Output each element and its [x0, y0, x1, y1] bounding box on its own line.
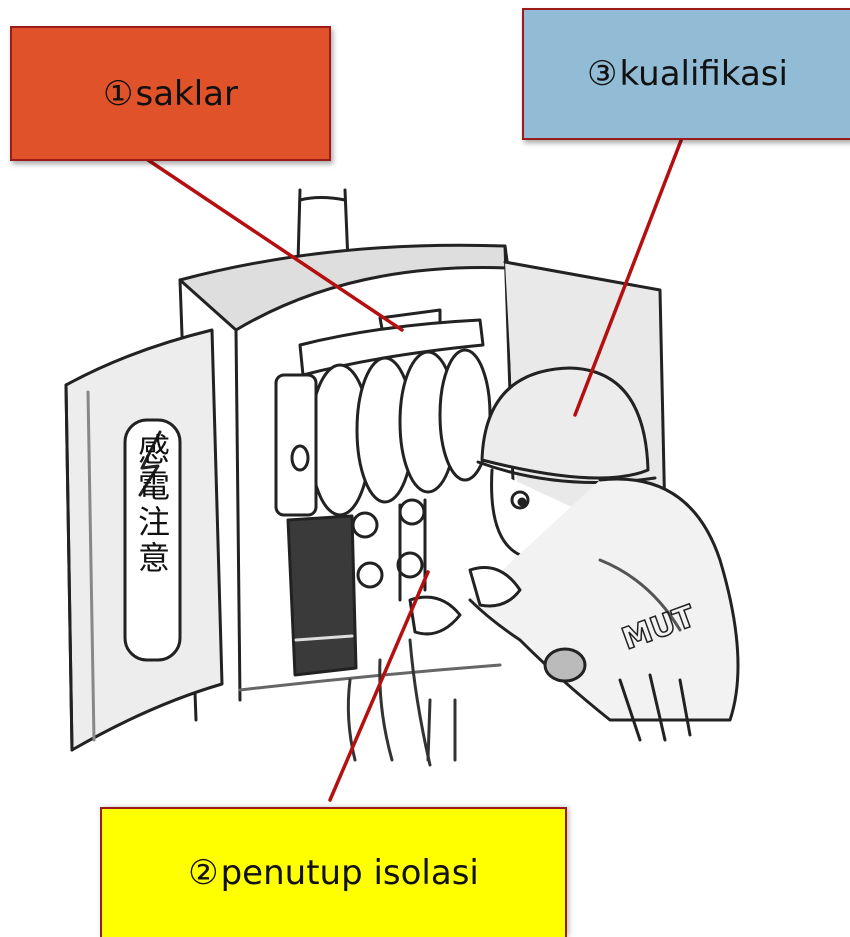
leader-line-switch: [146, 158, 404, 332]
switch-assembly: [274, 308, 492, 517]
warning-text: 感電注意: [133, 433, 171, 577]
leader-lines: [146, 136, 684, 802]
label-switch-text: saklar: [135, 73, 238, 114]
leader-line-qualification: [573, 136, 684, 417]
fuse-block: [286, 498, 427, 677]
worker: [408, 366, 740, 742]
warning-sign-text: 感電注意: [133, 433, 171, 577]
lightning-bolt-icon: [138, 430, 162, 497]
leader-line-insulation: [328, 570, 430, 802]
label-insulation-cover-number: ②: [188, 853, 219, 893]
label-switch-number: ①: [103, 73, 134, 114]
label-qualification-text: kualifikasi: [619, 54, 788, 94]
warning-sign: [123, 418, 182, 662]
label-qualification-number: ③: [587, 54, 618, 94]
helmet-icon: [480, 366, 650, 480]
cables: [346, 638, 457, 767]
label-insulation-cover-text: penutup isolasi: [220, 853, 479, 893]
